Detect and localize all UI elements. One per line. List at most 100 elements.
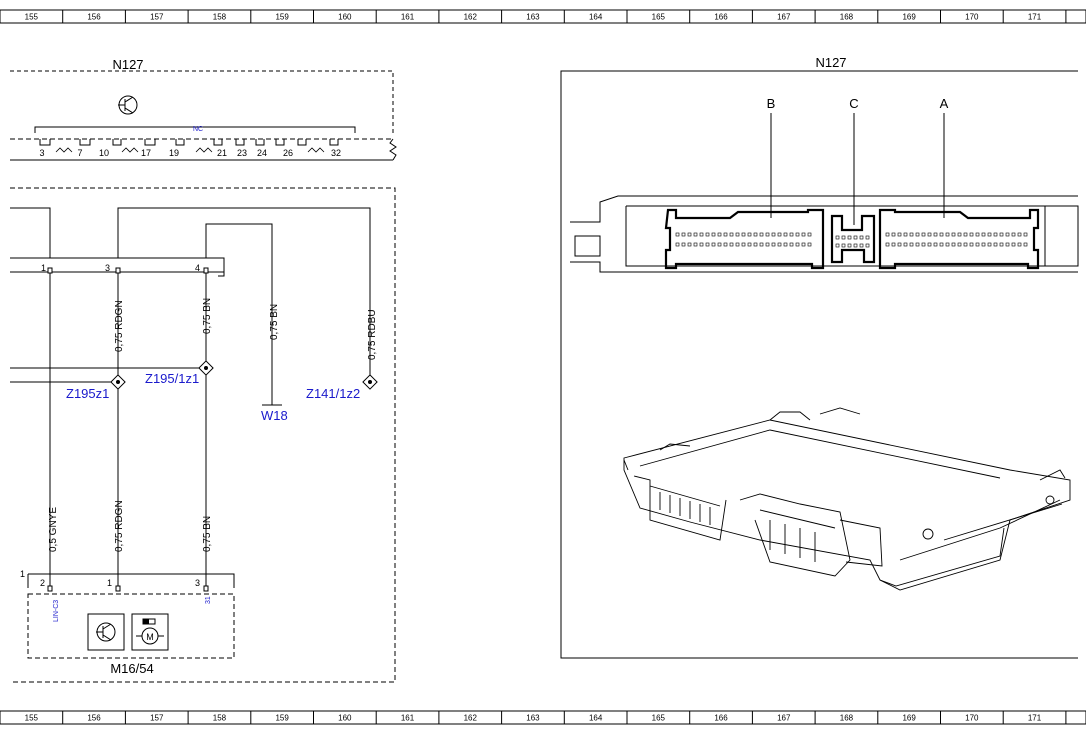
connector-label-c: C	[849, 96, 858, 111]
ruler-column-label: 156	[87, 714, 101, 723]
ruler-column-label: 164	[589, 13, 603, 22]
ref-z141-1z2: Z141/1z2	[306, 386, 360, 401]
connector-pin-cell	[897, 242, 902, 247]
ruler-column-label: 157	[150, 714, 164, 723]
connector-pin-cell	[711, 242, 716, 247]
ruler-column-label: 163	[526, 13, 540, 22]
upper-pin-label: 19	[169, 148, 179, 158]
connector-label-a: A	[940, 96, 949, 111]
connector-pin-cell	[999, 242, 1004, 247]
connector-pin-cell	[747, 242, 752, 247]
connector-pin-cell	[903, 232, 908, 237]
connector-pin-cell	[835, 235, 840, 240]
module-isometric-drawing	[623, 407, 1071, 591]
connector-pin-cell	[771, 232, 776, 237]
splice-z195-1z1	[198, 360, 214, 376]
connector-pin-cell	[675, 242, 680, 247]
connector-pin-cell	[711, 232, 716, 237]
connector-pin-cell	[933, 242, 938, 247]
ruler-column-label: 164	[589, 714, 603, 723]
ruler-column-label: 168	[840, 714, 854, 723]
connector-pin-cell	[981, 242, 986, 247]
connector-pin-cell	[847, 235, 852, 240]
connector-pin-cell	[841, 243, 846, 248]
lower-side-pin: 1	[20, 569, 25, 579]
upper-pin-label: 17	[141, 148, 151, 158]
ruler-column-label: 169	[902, 714, 916, 723]
connector-pin-cell	[903, 242, 908, 247]
connector-pin-cell	[939, 242, 944, 247]
ref-z195-1z1: Z195/1z1	[145, 371, 199, 386]
connector-pin-cell	[795, 242, 800, 247]
ruler-column-label: 158	[213, 714, 227, 723]
connector-pin-cell	[1023, 232, 1028, 237]
connector-pin-cell	[783, 242, 788, 247]
connector-pin-cell	[927, 242, 932, 247]
connector-pin-cell	[723, 242, 728, 247]
connector-pin-cell	[1011, 242, 1016, 247]
upper-pin-label: 3	[39, 148, 44, 158]
connector-pin-cell	[981, 232, 986, 237]
ruler-column-label: 162	[464, 13, 478, 22]
connector-pin-cell	[735, 232, 740, 237]
connector-pin-cell	[915, 242, 920, 247]
connector-pin-cell	[927, 232, 932, 237]
connector-pin-cell	[1005, 242, 1010, 247]
connector-pin-cell	[859, 235, 864, 240]
splice-z141-1z2	[362, 374, 378, 390]
upper-pin-label: 32	[331, 148, 341, 158]
connector-pin-cell	[675, 232, 680, 237]
connector-pin-cell	[777, 232, 782, 237]
connector-pin-cell	[963, 232, 968, 237]
connector-pin-cell	[777, 242, 782, 247]
ruler-column-label: 155	[25, 714, 39, 723]
connector-pin-cell	[771, 242, 776, 247]
lower-pin-2: 2	[40, 578, 45, 588]
lin-c3-label: LIN-C3	[53, 600, 60, 622]
upper-pin-label: 10	[99, 148, 109, 158]
ruler-column-label: 161	[401, 13, 415, 22]
ref-w18: W18	[261, 408, 288, 423]
wire-bn-w18: 0,75 BN	[269, 304, 280, 340]
ruler-column-label: 171	[1028, 714, 1042, 723]
connector-pin-cell	[801, 232, 806, 237]
wire-rdbu: 0,75 RDBU	[367, 309, 378, 360]
connector-pin-cell	[865, 243, 870, 248]
wire-gnye-bottom: 0,5 GNYE	[48, 507, 59, 552]
connector-pin-cell	[795, 232, 800, 237]
ruler-column-label: 159	[275, 13, 289, 22]
ruler-column-label: 161	[401, 714, 415, 723]
transistor-icon	[118, 95, 138, 115]
nc-label: NC	[193, 126, 203, 133]
connector-pin-cell	[807, 232, 812, 237]
connector-pin-cell	[687, 232, 692, 237]
connector-pin-rows	[675, 232, 1028, 248]
connector-view-title: N127	[815, 55, 846, 70]
ruler-column-label: 170	[965, 13, 979, 22]
connector-pin-cell	[969, 232, 974, 237]
motor-icon: M	[131, 613, 169, 651]
connector-pin-cell	[975, 242, 980, 247]
connector-pin-cell	[753, 232, 758, 237]
connector-pin-cell	[1023, 242, 1028, 247]
upper-module-title: N127	[112, 57, 143, 72]
splice-z195z1	[110, 374, 126, 390]
wire-rdgn-top: 0,75 RDGN	[114, 300, 125, 352]
ruler-column-label: 157	[150, 13, 164, 22]
connector-pin-cell	[699, 232, 704, 237]
connector-pin-cell	[687, 242, 692, 247]
transistor-icon	[87, 613, 125, 651]
connector-pin-cell	[993, 242, 998, 247]
connector-pin-cell	[1017, 232, 1022, 237]
ruler-column-label: 167	[777, 714, 791, 723]
connector-pin-cell	[693, 232, 698, 237]
connector-pin-cell	[747, 232, 752, 237]
connector-pin-cell	[987, 232, 992, 237]
connector-pin-cell	[1011, 232, 1016, 237]
upper-pin-label: 21	[217, 148, 227, 158]
connector-pin-cell	[859, 243, 864, 248]
